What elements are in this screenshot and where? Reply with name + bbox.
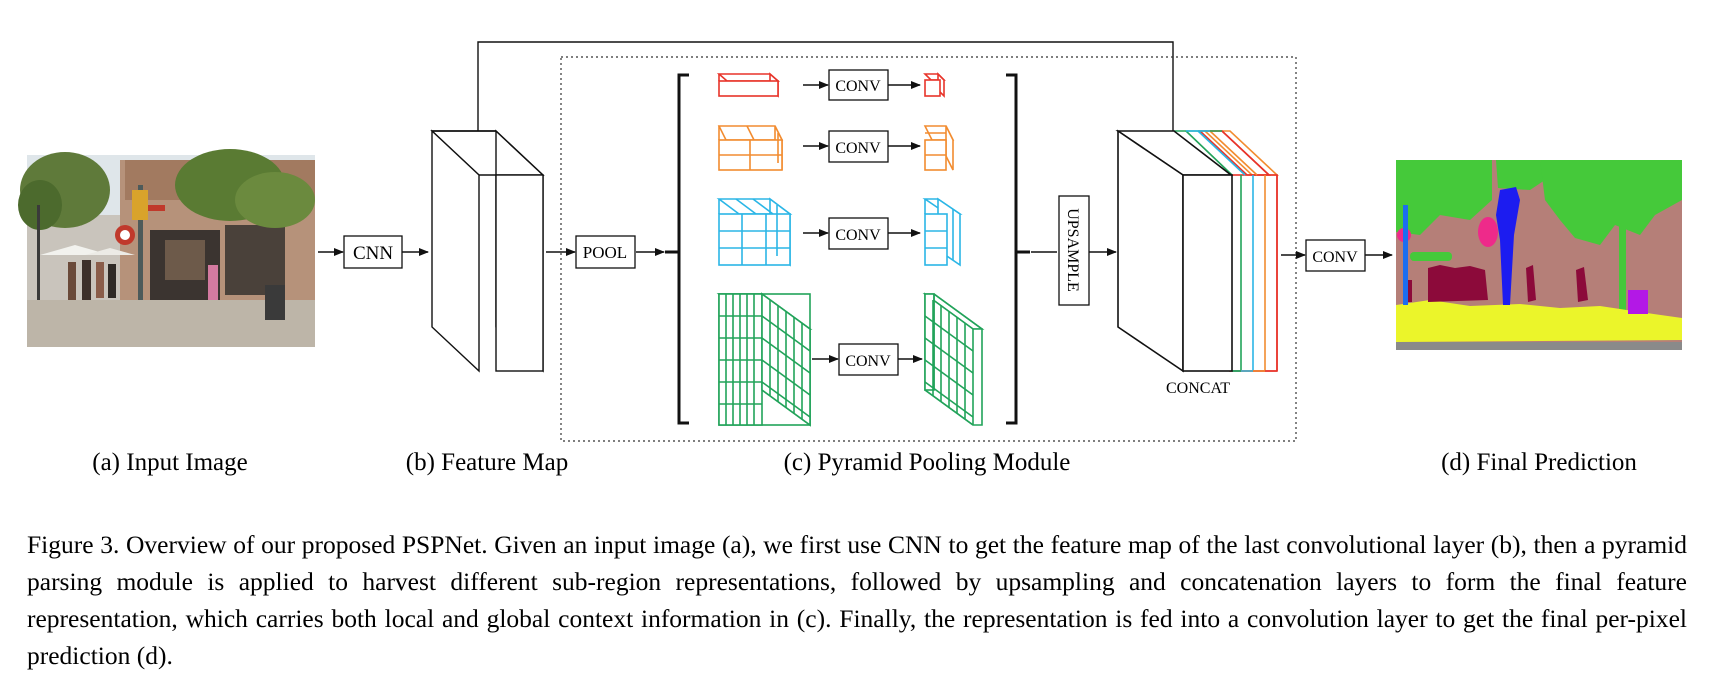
conv-box-level-2: CONV — [828, 130, 889, 163]
subcaption-feature-map: (b) Feature Map — [406, 449, 568, 476]
conv-label-3: CONV — [835, 227, 881, 244]
pspnet-diagram: CNN POOL CONV — [18, 41, 1682, 476]
left-bracket — [677, 73, 689, 425]
conv-box-level-3: CONV — [828, 217, 889, 250]
pyramid-level-3-pooled — [716, 197, 793, 267]
concat-block — [1115, 129, 1280, 373]
segmentation-output-image — [1396, 160, 1682, 350]
subcaption-input-image: (a) Input Image — [92, 449, 247, 476]
pyramid-level-3-conv — [922, 197, 963, 267]
pyramid-level-2-conv — [923, 125, 955, 171]
skip-connection-arrow — [477, 41, 1177, 148]
pyramid-level-4-pooled — [716, 292, 813, 427]
final-conv-box: CONV — [1305, 239, 1366, 272]
right-bracket — [1006, 73, 1018, 425]
cnn-label: CNN — [353, 243, 393, 264]
conv-box-level-4: CONV — [838, 343, 899, 376]
conv-label-2: CONV — [835, 140, 881, 157]
figure-caption-text: Overview of our proposed PSPNet. Given a… — [27, 530, 1688, 670]
pyramid-level-1-conv — [923, 72, 946, 98]
pyramid-level-2-pooled — [717, 125, 784, 171]
concat-label: CONCAT — [1166, 380, 1230, 397]
figure-caption: Figure 3. Overview of our proposed PSPNe… — [27, 526, 1687, 674]
figure-caption-label: Figure 3. — [27, 530, 120, 559]
conv-label-1: CONV — [835, 78, 881, 95]
final-conv-label: CONV — [1312, 249, 1358, 266]
pyramid-level-4-conv — [922, 292, 985, 426]
pool-label: POOL — [583, 243, 627, 262]
subcaption-pyramid-pooling-module: (c) Pyramid Pooling Module — [784, 449, 1071, 476]
conv-box-level-1: CONV — [828, 69, 889, 101]
subcaption-final-prediction: (d) Final Prediction — [1441, 449, 1637, 476]
pool-box: POOL — [575, 235, 636, 269]
upsample-box: UPSAMPLE — [1058, 195, 1090, 306]
upsample-label: UPSAMPLE — [1064, 208, 1081, 292]
pyramid-pooling-module-border — [560, 56, 1297, 442]
conv-label-4: CONV — [845, 353, 891, 370]
pyramid-level-1-pooled — [716, 72, 781, 98]
feature-map-block — [430, 129, 545, 373]
cnn-box: CNN — [343, 235, 403, 269]
input-image — [18, 149, 315, 347]
